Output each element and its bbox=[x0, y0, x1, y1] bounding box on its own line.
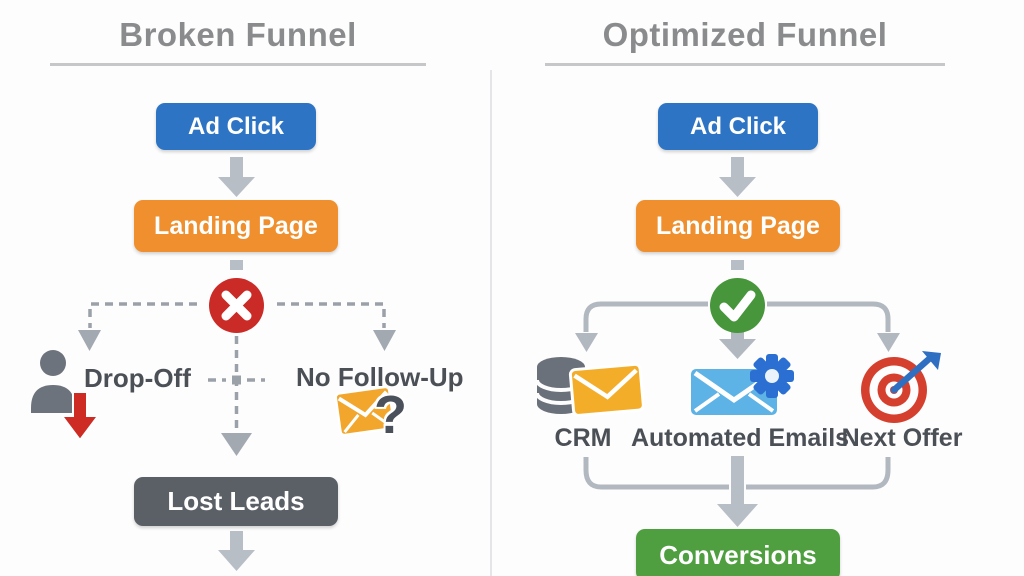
right-landing-page-node: Landing Page bbox=[636, 200, 840, 252]
question-mark-icon: ? bbox=[374, 385, 407, 445]
optimized-funnel-title-rule bbox=[545, 63, 945, 66]
left-landing-page-node: Landing Page bbox=[134, 200, 338, 252]
missed-email-icon bbox=[334, 386, 396, 437]
optimized-funnel-title: Optimized Funnel bbox=[602, 16, 888, 53]
crm-database-icon bbox=[535, 357, 644, 417]
success-check-icon bbox=[710, 278, 765, 333]
lost-leads-node: Lost Leads bbox=[134, 477, 338, 526]
automated-email-icon bbox=[689, 354, 794, 417]
broken-funnel-title-rule bbox=[50, 63, 426, 66]
crm-label: CRM bbox=[554, 424, 612, 452]
broken-funnel-title: Broken Funnel bbox=[119, 16, 357, 53]
left-ad-click-node: Ad Click bbox=[156, 103, 316, 150]
gear-icon bbox=[750, 354, 794, 398]
drop-off-label: Drop-Off bbox=[84, 363, 191, 393]
right-ad-click-node: Ad Click bbox=[658, 103, 818, 150]
person-icon bbox=[31, 350, 75, 413]
conversions-node: Conversions bbox=[636, 529, 840, 576]
target-dart-icon bbox=[861, 351, 941, 423]
error-x-icon bbox=[209, 278, 264, 333]
panel-divider bbox=[490, 70, 492, 576]
automated-emails-label: Automated Emails bbox=[630, 424, 850, 452]
next-offer-label: Next Offer bbox=[841, 424, 963, 452]
decline-arrow-icon bbox=[60, 391, 100, 441]
